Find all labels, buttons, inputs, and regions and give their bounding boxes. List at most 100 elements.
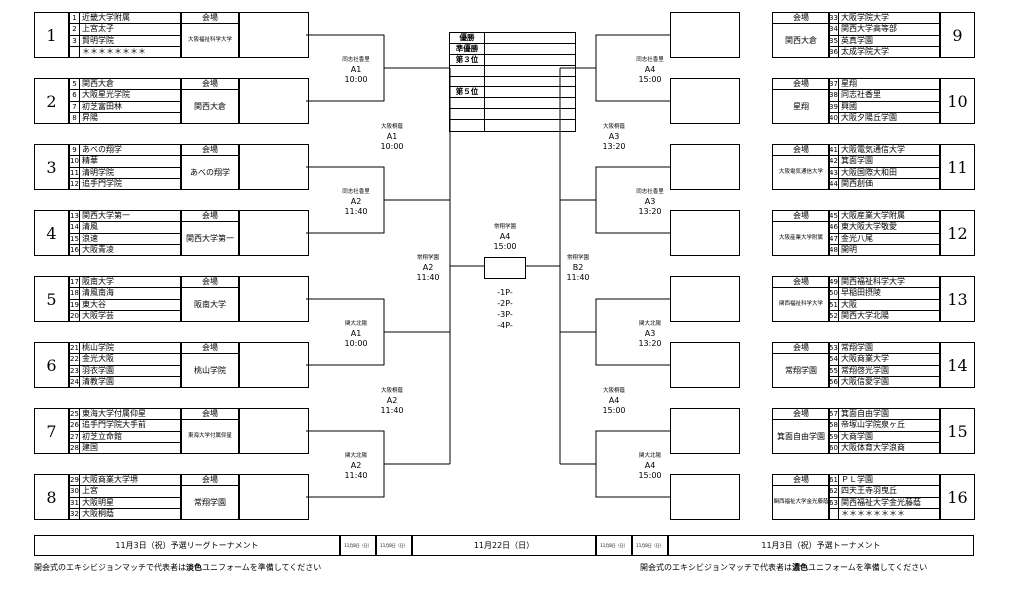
team-name: 大阪商業大学 — [841, 354, 889, 364]
score-box[interactable] — [670, 12, 740, 58]
match-time: 11:40 — [380, 406, 404, 415]
team-number: 5 — [70, 79, 80, 90]
match-venue: 関大北陽 — [638, 453, 661, 459]
match-venue: 同志社香里 — [342, 57, 370, 63]
score-box[interactable] — [670, 474, 740, 520]
score-box[interactable] — [670, 210, 740, 256]
score-box[interactable] — [239, 210, 309, 256]
match-code: A1 — [386, 132, 398, 141]
results-row: 第３位 — [450, 54, 575, 66]
group-number: 16 — [940, 474, 975, 520]
group-number: 14 — [940, 342, 975, 388]
score-box[interactable] — [239, 342, 309, 388]
note-right-em: 濃色 — [792, 563, 808, 572]
score-box[interactable] — [670, 78, 740, 124]
venue-header: 会場 — [182, 343, 238, 354]
score-box[interactable] — [239, 144, 309, 190]
venue-name: 関西大倉 — [785, 36, 817, 45]
score-box[interactable] — [670, 408, 740, 454]
team-name: 昇陽 — [82, 112, 98, 122]
group-number: 11 — [940, 144, 975, 190]
group-number: 2 — [34, 78, 69, 124]
team-row: ＊＊＊＊＊＊＊＊ — [829, 508, 939, 520]
venue-name: 東海大学付属仰星 — [187, 433, 232, 439]
venue-cell: 会場桃山学院 — [181, 342, 239, 388]
score-box[interactable] — [239, 408, 309, 454]
team-number: 10 — [70, 156, 80, 167]
match-time: 11:40 — [344, 207, 368, 216]
venue-name: 関西大倉 — [194, 102, 226, 111]
venue-cell: 会場箕面自由学園 — [772, 408, 830, 454]
team-name: 関西大学第一 — [82, 211, 130, 220]
team-name: 大阪桐蔭 — [82, 508, 114, 518]
team-number: 1 — [70, 13, 80, 24]
match-time: 11:40 — [566, 273, 590, 282]
team-name: 桃山学院 — [82, 343, 114, 352]
team-name: 大阪星光学院 — [82, 90, 130, 100]
team-number: 7 — [70, 101, 80, 112]
score-box[interactable] — [239, 474, 309, 520]
team-name: 帝塚山学院泉ヶ丘 — [841, 420, 905, 430]
team-name: 興國 — [841, 101, 857, 111]
results-row — [450, 120, 575, 132]
footer-left: 11月3日（祝）予選リーグトーナメント — [34, 535, 340, 556]
results-row: 優勝 — [450, 33, 575, 44]
match-time: 15:00 — [638, 75, 662, 84]
team-number: 44 — [829, 178, 839, 190]
venue-header: 会場 — [773, 343, 829, 354]
team-name: 金光八尾 — [841, 233, 873, 243]
score-box[interactable] — [239, 276, 309, 322]
team-name: 大阪産業大学附属 — [841, 211, 905, 220]
team-number: 6 — [70, 90, 80, 101]
team-number: 38 — [829, 90, 839, 101]
team-name: 精華 — [82, 156, 98, 166]
group-number: 1 — [34, 12, 69, 58]
match-code: A4 — [644, 461, 656, 470]
team-number: 61 — [829, 475, 839, 486]
team-number: 16 — [70, 244, 80, 256]
team-number: 60 — [829, 442, 839, 454]
team-name: 大阪電気通信大学 — [841, 145, 905, 154]
final-score-box[interactable] — [484, 257, 526, 279]
team-number: 25 — [70, 409, 80, 420]
score-box[interactable] — [670, 144, 740, 190]
score-box[interactable] — [670, 276, 740, 322]
venue-header: 会場 — [182, 277, 238, 288]
team-name: 大阪体育大学浪商 — [841, 442, 905, 452]
note-left-post: ユニフォームを準備してください — [202, 563, 322, 572]
group-number: 13 — [940, 276, 975, 322]
venue-header: 会場 — [773, 13, 829, 24]
score-box[interactable] — [239, 78, 309, 124]
group-number: 10 — [940, 78, 975, 124]
score-box[interactable] — [670, 342, 740, 388]
score-box[interactable] — [239, 12, 309, 58]
venue-name: 桃山学院 — [194, 366, 226, 375]
results-row — [450, 98, 575, 110]
team-name: 関西創価 — [841, 178, 873, 188]
team-number: 33 — [829, 13, 839, 24]
